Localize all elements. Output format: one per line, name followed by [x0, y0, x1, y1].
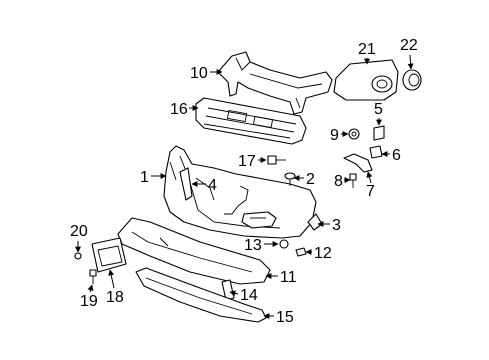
part-small-pad	[295, 247, 307, 257]
callout-label-17: 17	[238, 153, 256, 170]
part-screw	[349, 173, 357, 188]
callout-label-11: 11	[280, 269, 297, 286]
part-push-pin	[284, 172, 296, 186]
callout-20: 20	[70, 223, 88, 253]
part-screw-20	[74, 252, 82, 260]
part-retainer	[279, 239, 289, 249]
callout-19: 19	[80, 284, 98, 310]
part-bracket	[179, 167, 193, 201]
callout-label-3: 3	[332, 217, 341, 234]
callout-label-13: 13	[244, 237, 262, 254]
callout-label-21: 21	[358, 41, 376, 58]
callout-7: 7	[366, 171, 375, 200]
callout-22: 22	[400, 37, 418, 70]
callout-label-22: 22	[400, 37, 418, 54]
callout-label-2: 2	[306, 171, 315, 188]
callout-21: 21	[358, 41, 376, 65]
callout-label-1: 1	[140, 169, 149, 186]
part-upper-bar	[217, 51, 333, 115]
callout-10: 10	[190, 65, 223, 82]
callout-9: 9	[330, 127, 349, 144]
callout-label-8: 8	[334, 173, 343, 190]
callout-label-14: 14	[240, 287, 258, 304]
callout-11: 11	[265, 269, 297, 286]
callout-label-5: 5	[374, 101, 383, 118]
callout-label-12: 12	[314, 245, 332, 262]
part-small-bracket	[373, 125, 385, 141]
callout-label-7: 7	[366, 183, 375, 200]
part-clip	[369, 145, 383, 159]
callout-label-16: 16	[170, 101, 188, 118]
callout-18: 18	[106, 269, 124, 306]
callout-label-19: 19	[80, 293, 98, 310]
callout-5: 5	[374, 101, 383, 126]
callout-8: 8	[334, 173, 351, 190]
callout-label-4: 4	[208, 177, 217, 194]
part-bolt	[267, 155, 286, 165]
callout-15: 15	[263, 309, 294, 326]
part-fog-lamp-bezel	[333, 59, 399, 101]
callout-14: 14	[229, 287, 258, 304]
callout-label-18: 18	[106, 289, 124, 306]
callout-1: 1	[140, 169, 167, 186]
callout-label-20: 20	[70, 223, 88, 240]
callout-3: 3	[317, 217, 341, 234]
callout-12: 12	[305, 245, 332, 262]
callout-label-15: 15	[276, 309, 294, 326]
part-fog-lamp	[402, 69, 422, 91]
callout-label-9: 9	[330, 127, 339, 144]
callout-label-6: 6	[392, 147, 401, 164]
part-trim-strip	[343, 153, 373, 173]
callout-2: 2	[293, 171, 315, 188]
callout-16: 16	[170, 101, 199, 118]
callout-17: 17	[238, 153, 267, 170]
part-screw-19	[89, 269, 97, 284]
callout-4: 4	[191, 177, 217, 194]
part-energy-absorber	[195, 97, 307, 145]
part-nut	[348, 128, 360, 140]
callout-label-10: 10	[190, 65, 208, 82]
callout-6: 6	[381, 147, 401, 164]
part-license-bracket	[91, 237, 127, 273]
callout-13: 13	[244, 237, 279, 254]
